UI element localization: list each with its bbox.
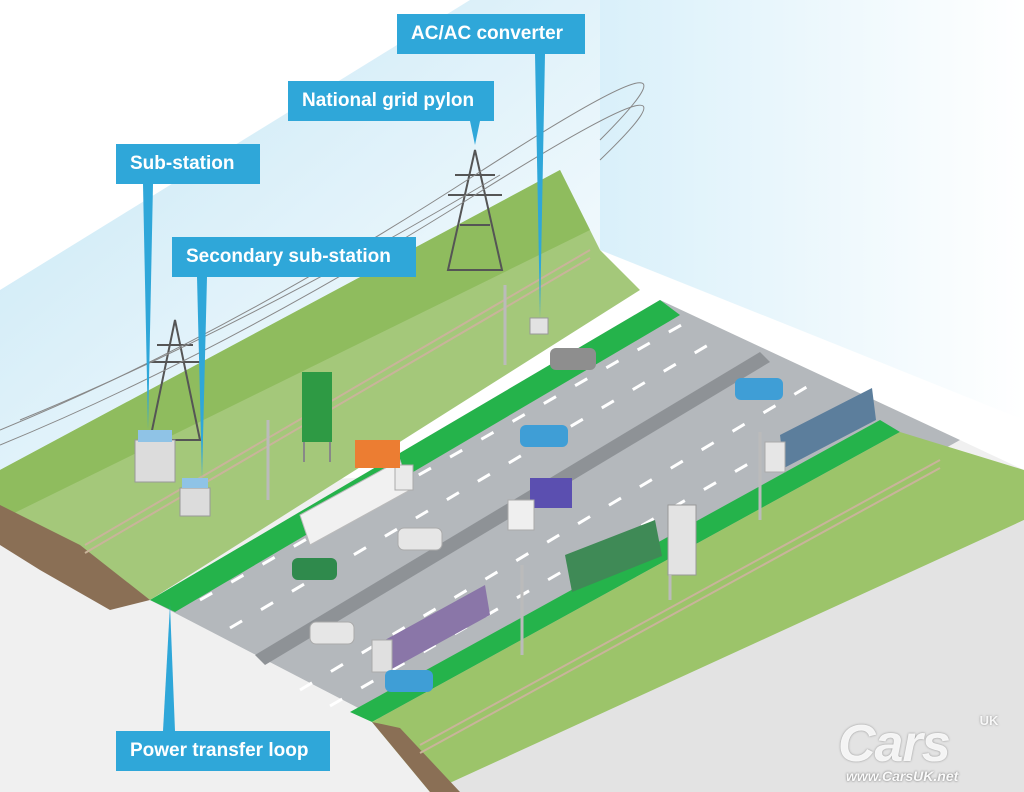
truck-purple <box>371 585 490 673</box>
car-white-1 <box>397 527 443 551</box>
sky-right <box>600 0 1024 420</box>
truck-blue <box>764 388 876 473</box>
car-blue-1 <box>520 425 568 447</box>
fence-right <box>419 459 941 754</box>
road-sign <box>302 372 332 462</box>
watermark-brand: Cars <box>838 715 951 773</box>
car-blue-2 <box>735 378 783 400</box>
watermark: Cars UK www.CarsUK.net <box>790 700 1020 790</box>
right-verge <box>372 432 1024 792</box>
watermark-url: www.CarsUK.net <box>846 768 959 784</box>
right-wall <box>430 520 1024 792</box>
secondary-sub-station-building <box>179 478 211 517</box>
sub-station-building <box>134 430 176 483</box>
bus-green <box>565 520 662 592</box>
power-transfer-loop-left <box>150 300 680 612</box>
car-grey <box>550 348 596 370</box>
secondary-sub-station-label: Secondary sub-station <box>172 237 416 277</box>
national-grid-pylon-label: National grid pylon <box>288 81 494 121</box>
car-blue-3 <box>385 670 433 692</box>
ac-ac-converter-box <box>529 317 549 335</box>
callout-pointers <box>143 54 545 731</box>
street-lights <box>266 285 762 655</box>
car-white-2 <box>309 621 355 645</box>
power-lines <box>0 82 645 446</box>
sub-station-label: Sub-station <box>116 144 260 184</box>
gantry-sign <box>667 504 697 600</box>
truck-white <box>299 459 414 546</box>
earth-section-left <box>0 505 150 610</box>
truck-orange <box>355 440 400 468</box>
van-purple <box>507 478 572 531</box>
car-green <box>292 558 337 580</box>
earth-section-right <box>372 722 460 792</box>
ac-ac-converter-label: AC/AC converter <box>397 14 585 54</box>
power-transfer-loop-label: Power transfer loop <box>116 731 330 771</box>
power-transfer-loop-right <box>350 420 900 722</box>
watermark-suffix: UK <box>979 713 999 728</box>
